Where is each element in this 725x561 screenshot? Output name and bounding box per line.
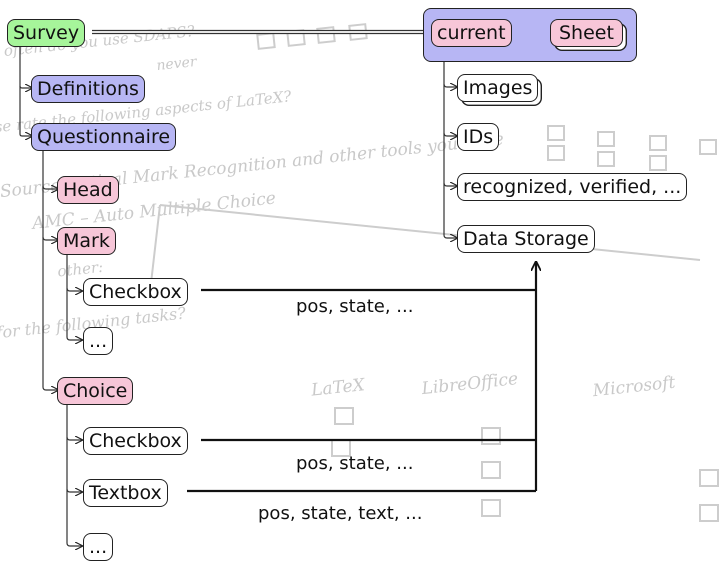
edge-choice-textbox [66,437,82,492]
node-head[interactable]: Head [57,176,119,204]
edge-q-head [42,149,58,189]
node-questionnaire[interactable]: Questionnaire [31,123,177,151]
node-recognized[interactable]: recognized, verified, ... [457,173,688,201]
edge-current-recognized [443,133,457,186]
edge-current-storage [443,183,457,238]
edge-survey-questionnaire [19,86,32,136]
node-choice-more[interactable]: ... [83,533,114,561]
edge-q-mark [42,186,58,240]
node-definitions[interactable]: Definitions [31,75,145,103]
node-ids[interactable]: IDs [457,123,500,151]
node-mark-more[interactable]: ... [83,327,114,355]
node-choice[interactable]: Choice [57,377,134,405]
node-choice-textbox[interactable]: Textbox [83,479,168,507]
node-data-storage[interactable]: Data Storage [457,225,595,253]
node-mark[interactable]: Mark [57,227,116,255]
bg-never-label: never [156,54,199,74]
node-choice-checkbox[interactable]: Checkbox [83,427,188,455]
label-mark-checkbox-flow: pos, state, ... [296,296,414,317]
node-images[interactable]: Images [457,74,539,102]
label-choice-textbox-flow: pos, state, text, ... [258,503,423,524]
edge-current-ids [443,84,457,136]
label-choice-checkbox-flow: pos, state, ... [296,453,414,474]
edge-mark-more [66,288,82,340]
node-sheet[interactable]: Sheet [550,19,623,47]
edge-mark-checkbox [66,253,82,291]
node-mark-checkbox[interactable]: Checkbox [83,278,188,306]
edge-choice-more [66,489,82,546]
node-survey[interactable]: Survey [7,19,86,47]
edge-choice-checkbox [66,403,82,440]
node-current[interactable]: current [431,19,512,47]
edge-q-choice [42,237,58,390]
bg-other-option: other: [57,258,104,281]
